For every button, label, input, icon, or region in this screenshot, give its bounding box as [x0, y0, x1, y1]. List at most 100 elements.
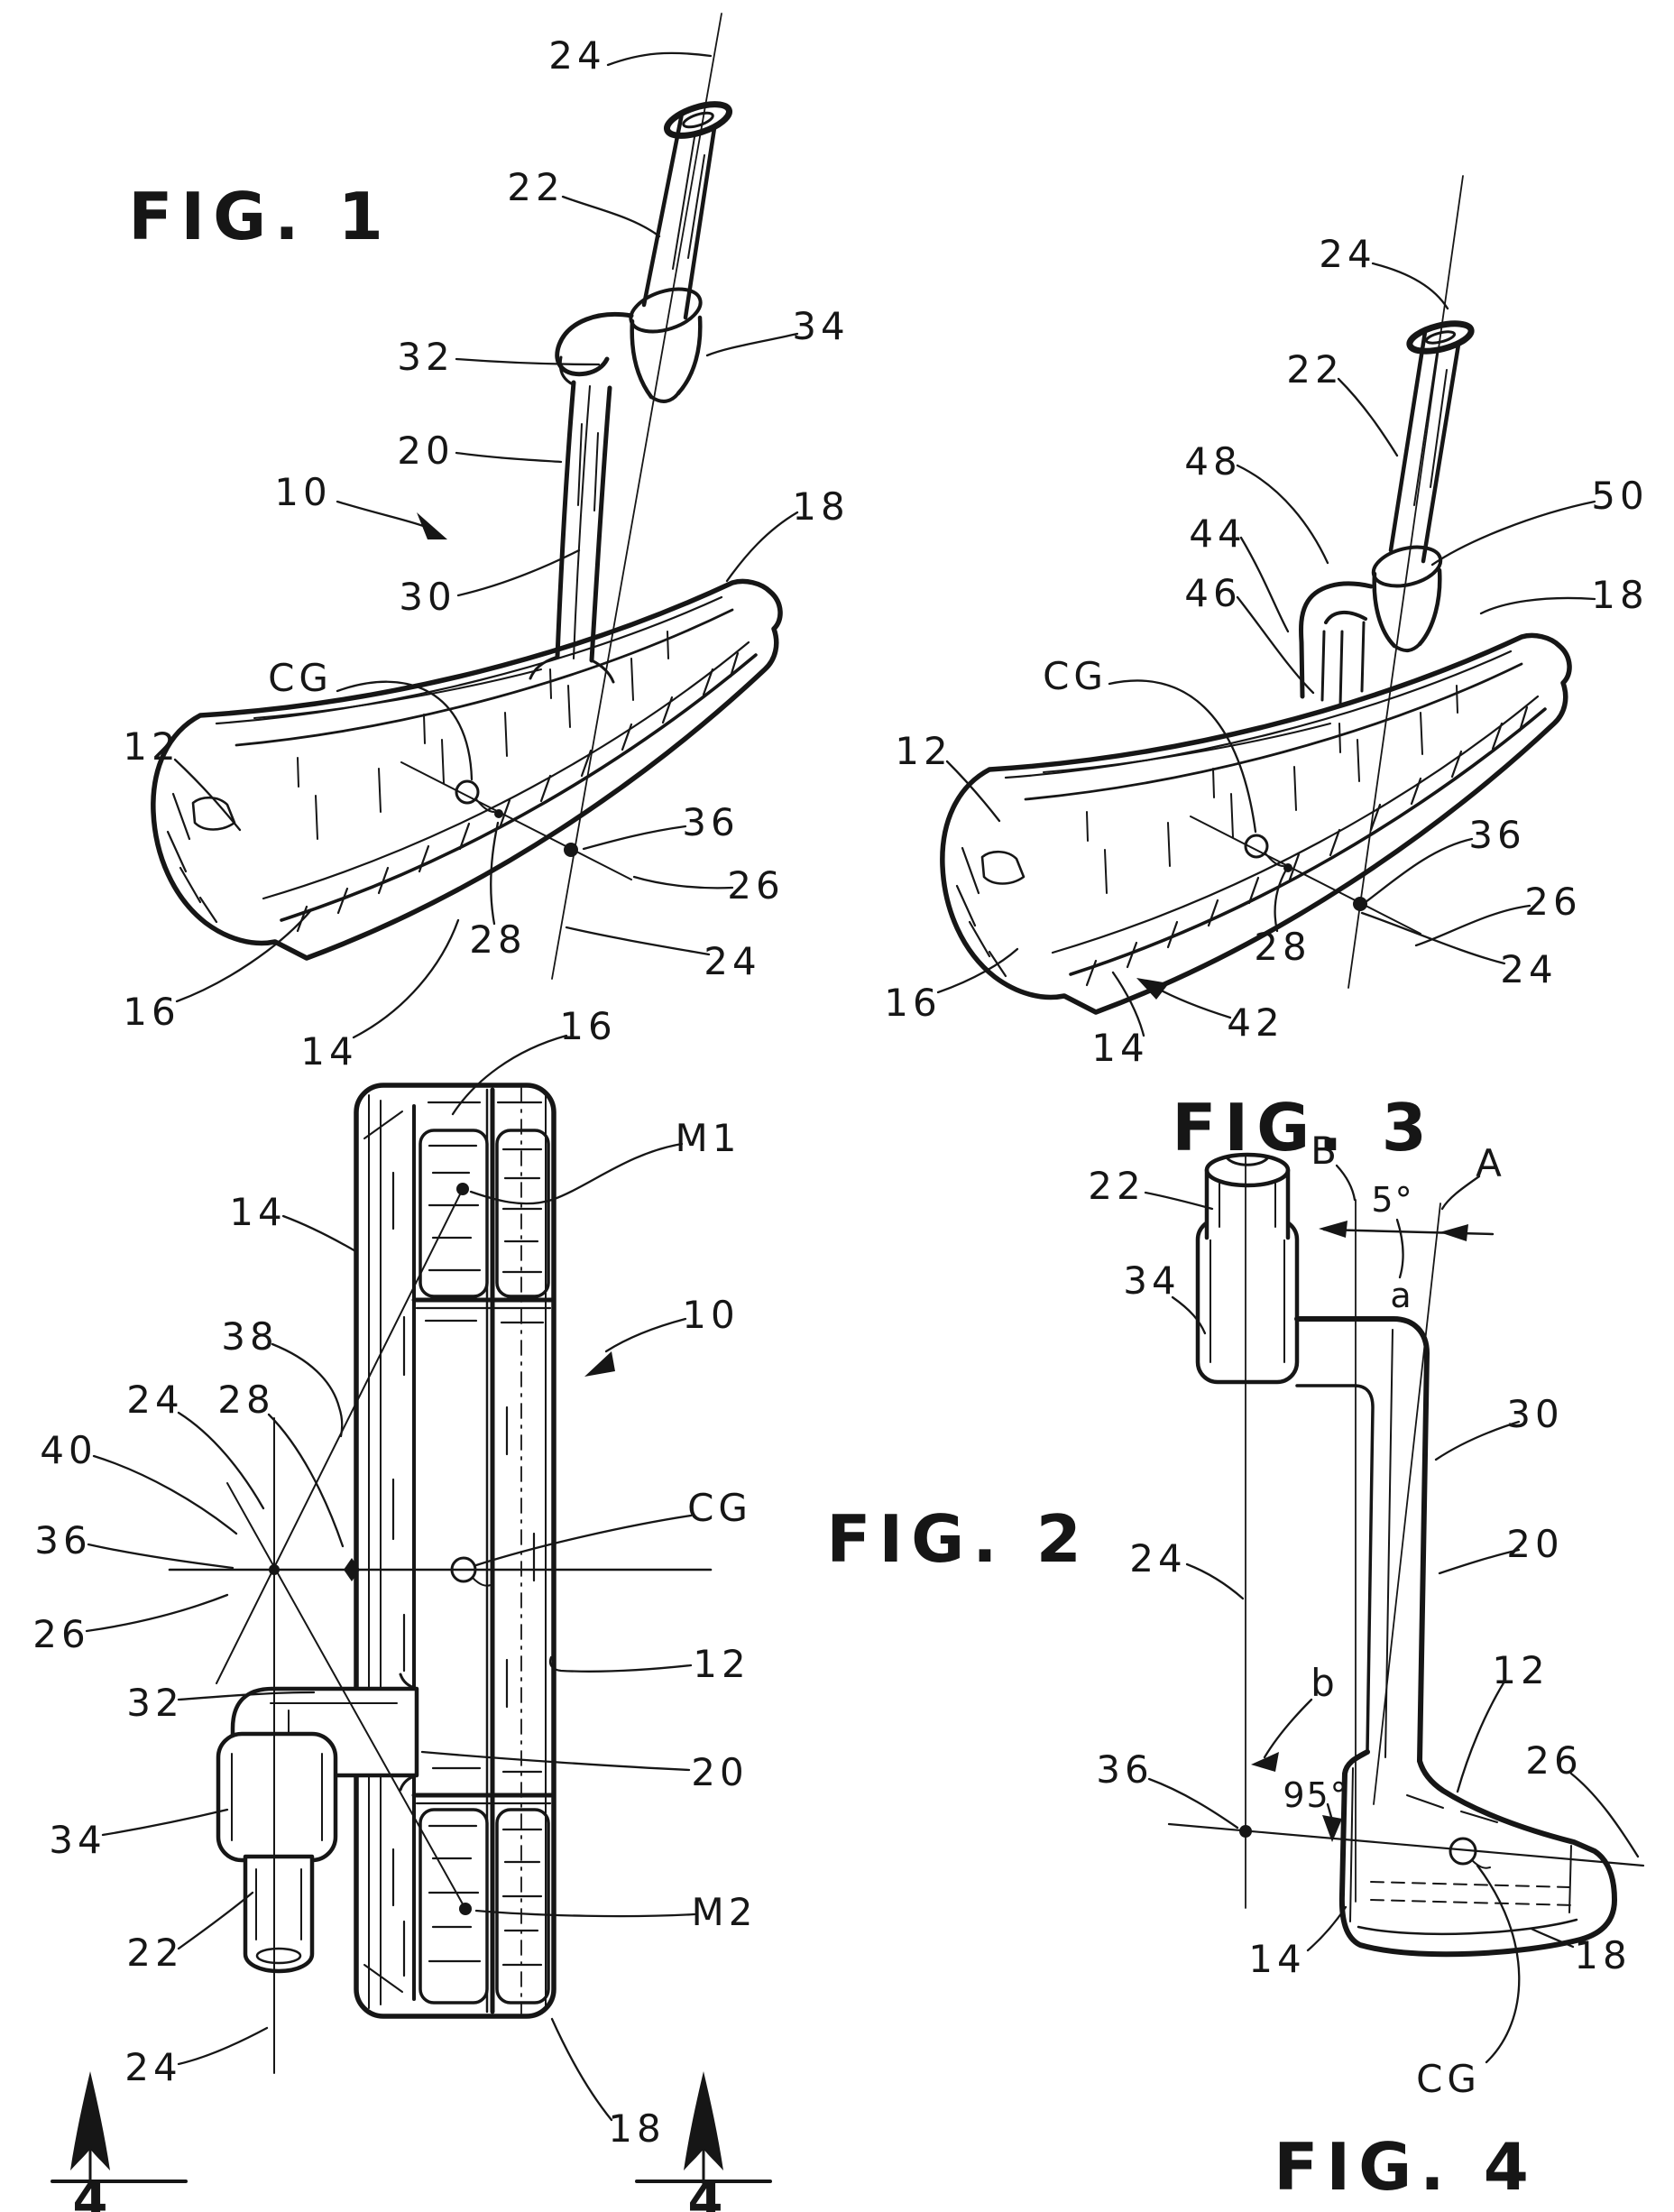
- fig3-label-24-low: 24: [1500, 947, 1558, 991]
- fig1-label-14-face: 14: [300, 1029, 358, 1074]
- fig4-label-12: 12: [1492, 1648, 1550, 1692]
- fig1-label-32-hosel: 32: [397, 335, 455, 379]
- fig2-leaders: [85, 1034, 696, 2122]
- fig3-arrow-42: [1136, 978, 1169, 1000]
- fig4-artwork: [1144, 1152, 1645, 2064]
- fig4-label-angle-a: a: [1390, 1276, 1413, 1315]
- fig4-arrow-95: [1322, 1815, 1342, 1842]
- fig2-heading: FIG. 2: [826, 1501, 1090, 1577]
- fig3-label-26: 26: [1524, 880, 1582, 924]
- fig2-label-20: 20: [691, 1750, 749, 1794]
- fig4-label-axis-b-low: b: [1311, 1661, 1339, 1705]
- fig4-shank-outer: [1294, 1316, 1430, 1764]
- fig2-label-40: 40: [40, 1428, 97, 1472]
- fig1-label-28: 28: [469, 917, 527, 962]
- fig4-label-24: 24: [1129, 1536, 1187, 1581]
- fig4-leaders: [1144, 1164, 1640, 2064]
- fig1-label-12-body: 12: [123, 724, 180, 769]
- fig4-label-angle-5deg: 5°: [1371, 1180, 1414, 1220]
- fig1-artwork: [153, 13, 799, 1039]
- fig1-label-24-low: 24: [704, 939, 761, 983]
- fig4-label-30: 30: [1506, 1392, 1564, 1436]
- fig3-leaders: [936, 262, 1596, 1037]
- fig2-label-38: 38: [221, 1314, 279, 1359]
- fig1-label-16-sole: 16: [123, 990, 180, 1034]
- fig4-shaft-sleeve: [1195, 1217, 1300, 1385]
- fig2-label-24b: 24: [124, 2045, 182, 2089]
- fig2-label-36: 36: [34, 1518, 92, 1562]
- fig3-label-12: 12: [895, 729, 952, 773]
- fig2-label-m1-mass: M1: [675, 1116, 741, 1160]
- fig3-heading: FIG. 3: [1172, 1090, 1435, 1166]
- fig3-label-46: 46: [1184, 571, 1242, 615]
- fig4-arrow-b: [1251, 1752, 1279, 1772]
- fig4-construction-lines: [1167, 1154, 1645, 1909]
- fig1-label-34-ferrule: 34: [792, 304, 850, 348]
- fig4-label-axis-A: A: [1476, 1141, 1506, 1185]
- fig1-label-24-axis: 24: [548, 33, 606, 78]
- fig1-arrow-10: [417, 512, 447, 539]
- fig2-construction-lines: [168, 1183, 713, 2074]
- fig4-label-14: 14: [1248, 1937, 1306, 1981]
- fig2-shaft: [243, 1854, 315, 1974]
- fig2-m1-point: [456, 1183, 469, 1195]
- fig4-label-angle-95deg: 95°: [1283, 1775, 1349, 1815]
- fig2-label-m2-mass: M2: [691, 1890, 758, 1934]
- fig2-artwork: [51, 1034, 772, 2189]
- fig2-section-4-right: 4: [687, 2171, 723, 2212]
- fig2-m2-point: [459, 1903, 472, 1915]
- fig2-section-markers: [51, 2071, 772, 2189]
- fig2-label-28: 28: [217, 1378, 275, 1422]
- fig3-label-18: 18: [1591, 573, 1649, 617]
- fig2-section-4-left: 4: [72, 2171, 108, 2212]
- fig2-label-10: 10: [682, 1293, 740, 1337]
- fig2-label-24a: 24: [126, 1378, 184, 1422]
- fig1-label-22-shaft: 22: [507, 165, 565, 209]
- fig2-cg-point: [450, 1556, 477, 1583]
- fig3-label-24-axis: 24: [1319, 232, 1376, 276]
- fig1-hosel-hook: [555, 311, 634, 377]
- fig3-gooseneck: [1299, 581, 1374, 707]
- fig2-label-32: 32: [126, 1681, 184, 1725]
- fig4-label-22: 22: [1088, 1164, 1145, 1208]
- fig2-label-26: 26: [32, 1612, 90, 1656]
- fig4-heading: FIG. 4: [1274, 2129, 1537, 2205]
- fig2-label-34: 34: [49, 1818, 106, 1862]
- fig1-label-20-shank: 20: [397, 429, 455, 473]
- fig3-label-50: 50: [1591, 474, 1649, 518]
- fig3-label-28: 28: [1254, 925, 1311, 969]
- fig2-head-outline: [354, 1083, 556, 2019]
- fig1-leaders: [173, 51, 799, 1039]
- fig2-label-cg: CG: [687, 1486, 752, 1530]
- fig4-label-18: 18: [1574, 1933, 1632, 1977]
- fig4-grip-end: [1204, 1152, 1291, 1188]
- fig1-shaft-axis-line: [551, 13, 722, 980]
- fig1-grip-end: [663, 101, 733, 139]
- fig4-label-26: 26: [1525, 1738, 1583, 1783]
- fig3-label-36: 36: [1468, 813, 1526, 857]
- fig1-label-cg: CG: [268, 656, 333, 700]
- fig2-hatching: [391, 1101, 545, 1977]
- fig1-heading: FIG. 1: [128, 179, 391, 254]
- fig4-label-cg: CG: [1416, 2057, 1481, 2101]
- fig3-label-42-putter: 42: [1227, 1000, 1284, 1045]
- fig1-hosel-boss: [629, 287, 703, 334]
- fig1-label-36-point: 36: [682, 800, 740, 844]
- fig1-label-30: 30: [399, 575, 456, 619]
- fig3-artwork: [936, 175, 1596, 1037]
- fig2-label-16: 16: [559, 1004, 617, 1048]
- fig3-label-cg: CG: [1043, 654, 1108, 698]
- fig3-label-14: 14: [1091, 1026, 1149, 1070]
- fig3-grip-end: [1406, 320, 1475, 355]
- fig4-shank-inner: [1295, 1384, 1375, 1754]
- fig3-label-44: 44: [1189, 512, 1246, 556]
- fig3-label-48: 48: [1184, 439, 1242, 484]
- fig4-label-36: 36: [1096, 1747, 1154, 1792]
- fig4-head-outline: [1338, 1749, 1617, 1958]
- fig3-shaft-axis-line: [1347, 175, 1464, 989]
- fig2-shaft-sleeve: [216, 1731, 338, 1863]
- fig4-label-34: 34: [1123, 1258, 1181, 1303]
- fig2-label-12: 12: [693, 1642, 750, 1686]
